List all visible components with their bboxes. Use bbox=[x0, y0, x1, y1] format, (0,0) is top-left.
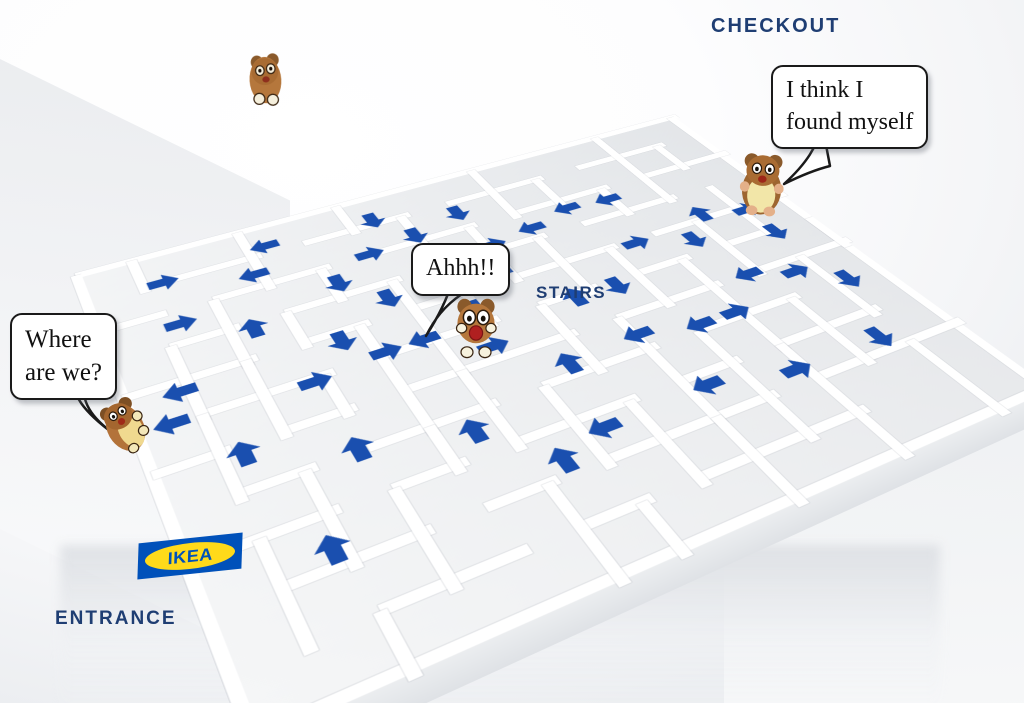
direction-arrow-left bbox=[611, 319, 664, 351]
teddy-bear-top bbox=[245, 51, 286, 111]
maze-board bbox=[70, 114, 1024, 703]
teddy-bear-center bbox=[455, 296, 497, 364]
direction-arrow-down bbox=[365, 284, 413, 313]
speech-bubble-center: Ahhh!! bbox=[411, 243, 511, 296]
direction-arrow-right bbox=[157, 308, 204, 339]
stairs-label: STAIRS bbox=[536, 283, 607, 302]
ikea-wordmark: IKEA bbox=[167, 544, 213, 568]
direction-arrow-down bbox=[852, 321, 908, 353]
direction-arrow-up bbox=[230, 312, 279, 344]
teddy-bear-entrance bbox=[93, 391, 158, 461]
direction-arrow-down bbox=[317, 325, 367, 357]
teddy-bear-checkout bbox=[738, 151, 786, 218]
checkout-label: CHECKOUT bbox=[711, 15, 841, 37]
ikea-logo-oval: IKEA bbox=[144, 538, 236, 574]
entrance-label: ENTRANCE bbox=[55, 608, 177, 629]
direction-arrow-left bbox=[674, 309, 727, 340]
direction-arrow-right bbox=[709, 297, 762, 327]
speech-bubble-entrance: Where are we? bbox=[10, 313, 118, 400]
speech-bubble-checkout: I think I found myself bbox=[771, 65, 929, 150]
